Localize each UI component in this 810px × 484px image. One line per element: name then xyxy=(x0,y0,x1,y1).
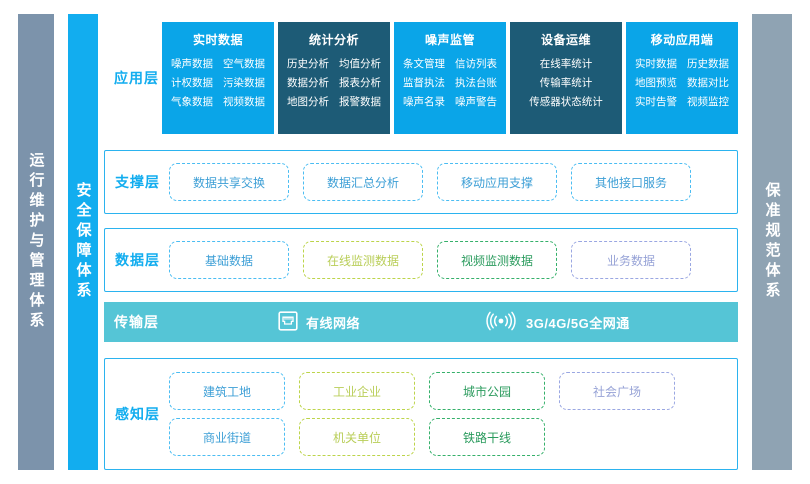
layer-transmission-label: 传输层 xyxy=(114,314,159,330)
support-chip-area: 数据共享交换数据汇总分析移动应用支撑其他接口服务 xyxy=(169,151,727,213)
chip-item[interactable]: 商业街道 xyxy=(169,418,285,456)
application-item[interactable]: 地图预览 xyxy=(635,77,677,89)
application-item[interactable]: 地图分析 xyxy=(287,96,329,108)
chip-row: 建筑工地工业企业城市公园社会广场 xyxy=(169,372,727,410)
chip-item[interactable]: 数据汇总分析 xyxy=(303,163,423,201)
application-item[interactable]: 视频监控 xyxy=(687,96,729,108)
chip-item[interactable]: 基础数据 xyxy=(169,241,289,279)
data-chip-area: 基础数据在线监测数据视频监测数据业务数据 xyxy=(169,229,727,291)
application-item[interactable]: 实时数据 xyxy=(635,58,677,70)
chip-item[interactable]: 数据共享交换 xyxy=(169,163,289,201)
chip-row: 基础数据在线监测数据视频监测数据业务数据 xyxy=(169,241,727,279)
chip-item[interactable]: 在线监测数据 xyxy=(303,241,423,279)
application-item[interactable]: 历史分析 xyxy=(287,58,329,70)
application-item[interactable]: 噪声名录 xyxy=(403,96,445,108)
transmission-item-wireless-label: 3G/4G/5G全网通 xyxy=(526,315,630,331)
application-item[interactable]: 信访列表 xyxy=(455,58,497,70)
application-item[interactable]: 执法台账 xyxy=(455,77,497,89)
transmission-item-wired: 有线网络 xyxy=(278,310,361,334)
chip-row: 商业街道机关单位铁路干线 xyxy=(169,418,727,456)
application-column[interactable]: 移动应用端实时数据历史数据地图预览数据对比实时告警视频监控 xyxy=(626,22,738,134)
transmission-item-wireless: 3G/4G/5G全网通 xyxy=(484,311,630,334)
application-item-list: 实时数据历史数据地图预览数据对比实时告警视频监控 xyxy=(626,56,738,111)
chip-item[interactable]: 机关单位 xyxy=(299,418,415,456)
application-column-title: 统计分析 xyxy=(308,33,359,47)
application-item[interactable]: 噪声警告 xyxy=(455,96,497,108)
application-item-list: 历史分析均值分析数据分析报表分析地图分析报警数据 xyxy=(278,56,390,111)
layer-application: 应用层 实时数据噪声数据空气数据计权数据污染数据气象数据视频数据统计分析历史分析… xyxy=(104,22,738,134)
application-item[interactable]: 传感器状态统计 xyxy=(529,96,603,108)
perception-chip-area: 建筑工地工业企业城市公园社会广场商业街道机关单位铁路干线 xyxy=(169,359,727,469)
layer-application-label: 应用层 xyxy=(114,70,159,86)
application-item[interactable]: 监督执法 xyxy=(403,77,445,89)
application-item[interactable]: 均值分析 xyxy=(339,58,381,70)
layer-data: 数据层 基础数据在线监测数据视频监测数据业务数据 xyxy=(104,228,738,292)
chip-item[interactable]: 城市公园 xyxy=(429,372,545,410)
sidebar-standards-system: 保准规范体系 xyxy=(752,14,792,470)
chip-item[interactable]: 建筑工地 xyxy=(169,372,285,410)
application-item[interactable]: 污染数据 xyxy=(223,77,265,89)
sidebar-security-system: 安全保障体系 xyxy=(68,14,98,470)
application-item-list: 在线率统计传输率统计传感器状态统计 xyxy=(510,56,622,111)
application-item-list: 条文管理信访列表监督执法执法台账噪声名录噪声警告 xyxy=(394,56,506,111)
application-column[interactable]: 设备运维在线率统计传输率统计传感器状态统计 xyxy=(510,22,622,134)
layer-perception: 感知层 建筑工地工业企业城市公园社会广场商业街道机关单位铁路干线 xyxy=(104,358,738,470)
application-item[interactable]: 传输率统计 xyxy=(539,77,593,89)
application-item-list: 噪声数据空气数据计权数据污染数据气象数据视频数据 xyxy=(162,56,274,111)
chip-item[interactable]: 社会广场 xyxy=(559,372,675,410)
chip-item[interactable]: 视频监测数据 xyxy=(437,241,557,279)
chip-item[interactable]: 移动应用支撑 xyxy=(437,163,557,201)
layer-perception-label: 感知层 xyxy=(115,406,160,422)
application-item[interactable]: 实时告警 xyxy=(635,96,677,108)
application-item[interactable]: 空气数据 xyxy=(223,58,265,70)
application-item[interactable]: 报警数据 xyxy=(339,96,381,108)
chip-item[interactable]: 其他接口服务 xyxy=(571,163,691,201)
application-item[interactable]: 数据对比 xyxy=(687,77,729,89)
application-column[interactable]: 统计分析历史分析均值分析数据分析报表分析地图分析报警数据 xyxy=(278,22,390,134)
sidebar-operations-management-label: 运行维护与管理体系 xyxy=(27,152,45,332)
sidebar-standards-system-label: 保准规范体系 xyxy=(763,182,781,302)
application-item[interactable]: 气象数据 xyxy=(171,96,213,108)
chip-item[interactable]: 业务数据 xyxy=(571,241,691,279)
layer-data-label: 数据层 xyxy=(115,252,160,268)
application-column[interactable]: 噪声监管条文管理信访列表监督执法执法台账噪声名录噪声警告 xyxy=(394,22,506,134)
chip-row: 数据共享交换数据汇总分析移动应用支撑其他接口服务 xyxy=(169,163,727,201)
application-item[interactable]: 噪声数据 xyxy=(171,58,213,70)
application-item[interactable]: 计权数据 xyxy=(171,77,213,89)
application-column-title: 移动应用端 xyxy=(650,33,714,47)
application-column-title: 实时数据 xyxy=(192,33,243,47)
application-item[interactable]: 历史数据 xyxy=(687,58,729,70)
application-column-title: 设备运维 xyxy=(540,33,591,47)
application-columns: 实时数据噪声数据空气数据计权数据污染数据气象数据视频数据统计分析历史分析均值分析… xyxy=(162,22,738,134)
application-item[interactable]: 条文管理 xyxy=(403,58,445,70)
layer-support-label: 支撑层 xyxy=(115,174,160,190)
application-column-title: 噪声监管 xyxy=(424,33,475,47)
transmission-item-wired-label: 有线网络 xyxy=(306,315,361,331)
application-item[interactable]: 数据分析 xyxy=(287,77,329,89)
chip-item[interactable]: 工业企业 xyxy=(299,372,415,410)
chip-item[interactable]: 铁路干线 xyxy=(429,418,545,456)
application-item[interactable]: 在线率统计 xyxy=(539,58,593,70)
application-item[interactable]: 视频数据 xyxy=(223,96,265,108)
ethernet-port-icon xyxy=(278,310,298,334)
sidebar-security-system-label: 安全保障体系 xyxy=(74,182,92,302)
layer-transmission: 传输层 有线网络 xyxy=(104,302,738,342)
layer-support: 支撑层 数据共享交换数据汇总分析移动应用支撑其他接口服务 xyxy=(104,150,738,214)
application-item[interactable]: 报表分析 xyxy=(339,77,381,89)
wireless-signal-icon xyxy=(484,311,518,334)
sidebar-operations-management: 运行维护与管理体系 xyxy=(18,14,54,470)
transmission-items: 有线网络 3G/4G/5G全网通 xyxy=(168,302,630,342)
application-column[interactable]: 实时数据噪声数据空气数据计权数据污染数据气象数据视频数据 xyxy=(162,22,274,134)
